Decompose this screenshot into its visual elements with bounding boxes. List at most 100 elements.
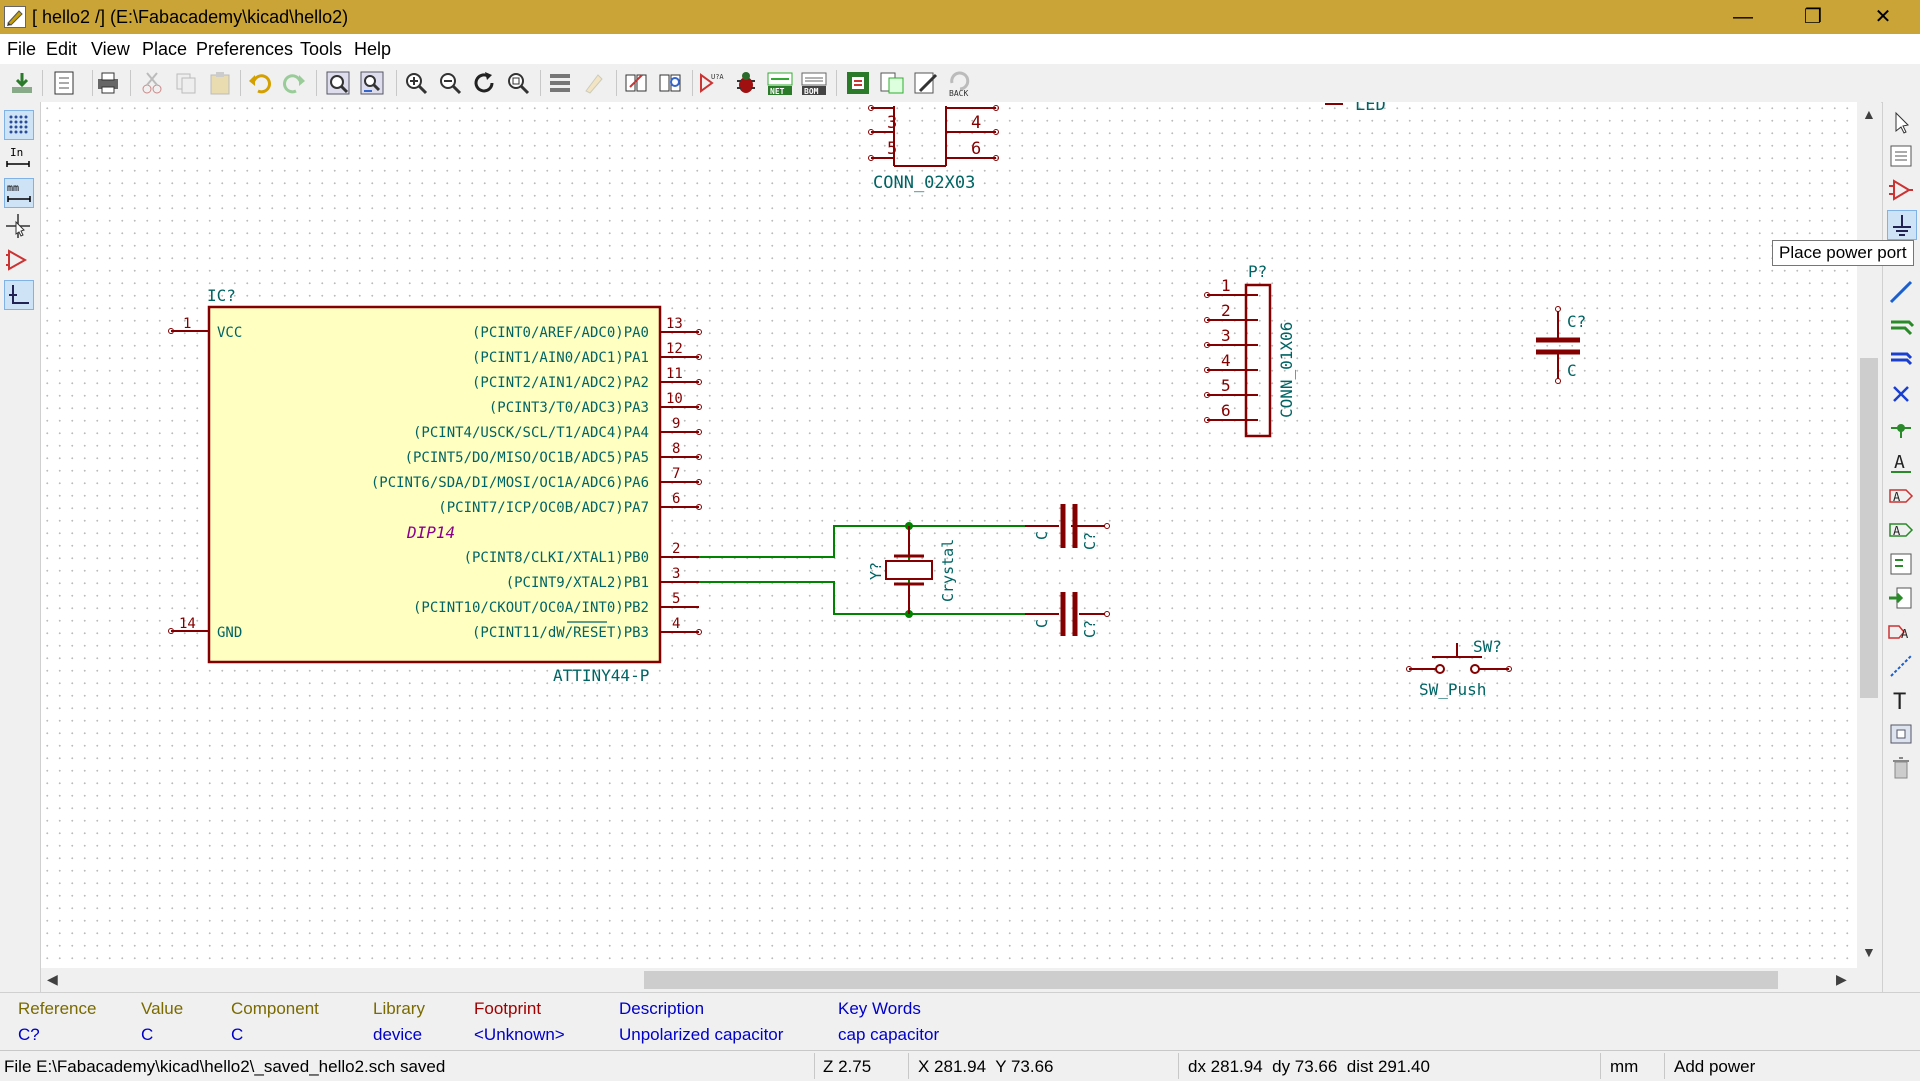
switch-component[interactable]: SW? SW_Push	[1406, 637, 1512, 699]
vertical-scroll-thumb[interactable]	[1860, 358, 1878, 698]
library-editor-icon[interactable]	[622, 69, 650, 97]
leave-sheet-icon[interactable]	[580, 69, 608, 97]
annotate-icon[interactable]: U?A 123	[698, 69, 741, 97]
minimize-button[interactable]: —	[1733, 6, 1753, 28]
crystal-reference: Y?	[867, 562, 885, 580]
menu-tools[interactable]: Tools	[300, 39, 343, 59]
find-replace-icon[interactable]	[358, 69, 386, 97]
bom-icon[interactable]: BOM	[800, 69, 828, 97]
cut-icon[interactable]	[138, 69, 166, 97]
conn-02x03-component[interactable]: 3 4 5 6 CONN_02X03	[868, 105, 999, 194]
hierarchy-navigator-icon[interactable]	[546, 69, 574, 97]
graphic-line-icon[interactable]	[1887, 652, 1917, 682]
menu-preferences[interactable]: Preferences	[196, 39, 294, 59]
library-browser-icon[interactable]	[656, 69, 684, 97]
copy-icon[interactable]	[172, 69, 200, 97]
scroll-up-icon[interactable]: ▲	[1862, 106, 1876, 122]
find-icon[interactable]	[324, 69, 352, 97]
scroll-down-icon[interactable]: ▼	[1862, 944, 1876, 960]
schematic-canvas[interactable]: 3 4 5 6 CONN_02X03 LED IC? ATTINY44-P DI…	[41, 102, 1857, 968]
netlist-icon[interactable]: NET	[766, 69, 794, 97]
text-icon[interactable]: T	[1887, 686, 1917, 716]
units-inch-icon[interactable]: In	[4, 144, 34, 174]
switch-reference: SW?	[1473, 637, 1502, 656]
redraw-icon[interactable]	[470, 69, 498, 97]
zoom-fit-icon[interactable]	[504, 69, 532, 97]
menu-help[interactable]: Help	[354, 39, 392, 59]
conn-02x03-pin-3: 3	[887, 113, 897, 133]
ic-pin-name-gnd: GND	[217, 625, 242, 641]
right-toolbar: A A A A T	[1882, 102, 1920, 992]
delete-icon[interactable]	[1887, 754, 1917, 784]
hierarchical-label-icon[interactable]: A	[1887, 516, 1917, 546]
switch-value: SW_Push	[1419, 680, 1486, 699]
ic-pin-num-4: 4	[672, 616, 680, 632]
place-power-icon[interactable]	[1887, 210, 1917, 240]
cap-bottom-reference: C?	[1081, 620, 1099, 638]
sheet-pin-icon[interactable]: A	[1887, 618, 1917, 648]
footprint-assign-icon[interactable]	[878, 69, 906, 97]
print-icon[interactable]	[94, 69, 122, 97]
zoom-in-icon[interactable]	[402, 69, 430, 97]
bus-entry-icon[interactable]	[1887, 346, 1917, 376]
grid-icon[interactable]	[4, 110, 34, 140]
edit-fields-icon[interactable]	[912, 69, 940, 97]
horizontal-scrollbar[interactable]: ◀ ▶	[41, 968, 1857, 992]
select-icon[interactable]	[1887, 108, 1917, 138]
menu-place[interactable]: Place	[142, 39, 188, 59]
wire-45-icon[interactable]	[4, 280, 34, 310]
cap-bottom-component[interactable]: C C?	[1025, 592, 1110, 638]
hidden-pins-icon[interactable]	[4, 246, 34, 276]
conn-01x06-component[interactable]: 1 2 3 4 5 6 P? CONN_01X06	[1204, 262, 1297, 438]
cap-right-reference: C?	[1567, 312, 1586, 331]
cap-right-value: C	[1567, 361, 1577, 380]
undo-icon[interactable]	[246, 69, 274, 97]
vertical-scrollbar[interactable]: ▲ ▼	[1857, 102, 1881, 968]
page-settings-icon[interactable]	[50, 69, 78, 97]
ic-pin-name-pa3: (PCINT3/T0/ADC3)PA3	[489, 400, 649, 416]
erc-icon[interactable]	[732, 69, 760, 97]
crystal-component[interactable]: Y? Crystal	[867, 526, 957, 614]
units-mm-icon[interactable]: mm	[4, 178, 34, 208]
cvpcb-icon[interactable]	[844, 69, 872, 97]
ic-value: ATTINY44-P	[553, 666, 649, 685]
menu-view[interactable]: View	[91, 39, 130, 59]
cursor-shape-icon[interactable]	[4, 212, 34, 242]
cap-right-component[interactable]: C? C	[1536, 306, 1586, 384]
ic-pin-name-pa2: (PCINT2/AIN1/ADC2)PA2	[472, 375, 649, 391]
close-button[interactable]: ✕	[1874, 6, 1892, 28]
back-annotate-icon[interactable]: BACK	[946, 69, 974, 98]
led-component[interactable]: LED	[1325, 102, 1386, 115]
paste-icon[interactable]	[206, 69, 234, 97]
bus-icon[interactable]	[1887, 312, 1917, 342]
ic-pin-name-pa1: (PCINT1/AIN0/ADC1)PA1	[472, 350, 649, 366]
header-reference: P?	[1248, 262, 1267, 281]
ic-pin-name-pb0: (PCINT8/CLKI/XTAL1)PB0	[464, 550, 649, 566]
status-mode: Add power	[1674, 1057, 1756, 1076]
horizontal-scroll-thumb[interactable]	[644, 971, 1778, 989]
menu-file[interactable]: File	[7, 39, 37, 59]
status-bar: File E:\Fabacademy\kicad\hello2\_saved_h…	[0, 1050, 1920, 1081]
wire-icon[interactable]	[1887, 278, 1917, 308]
hierarchy-icon[interactable]	[1887, 142, 1917, 172]
import-pin-icon[interactable]	[1887, 584, 1917, 614]
restore-button[interactable]: ❐	[1804, 6, 1822, 28]
zoom-out-icon[interactable]	[436, 69, 464, 97]
global-label-icon[interactable]: A	[1887, 482, 1917, 512]
redo-icon[interactable]	[280, 69, 308, 97]
back-label: BACK	[949, 89, 968, 97]
net-label-icon[interactable]: A	[1887, 448, 1917, 478]
no-connect-icon[interactable]	[1887, 380, 1917, 410]
cap-top-reference: C?	[1081, 532, 1099, 550]
menu-edit[interactable]: Edit	[46, 39, 78, 59]
save-icon[interactable]	[8, 69, 36, 97]
place-component-icon[interactable]	[1887, 176, 1917, 206]
junction-icon[interactable]	[1887, 414, 1917, 444]
scroll-right-icon[interactable]: ▶	[1836, 971, 1847, 987]
eeschema-app-icon	[4, 6, 26, 28]
conn-02x03-value: CONN_02X03	[873, 173, 975, 193]
image-icon[interactable]	[1887, 720, 1917, 750]
attiny44-component[interactable]: IC? ATTINY44-P DIP14 1 14 VCC GND 13 12 …	[168, 286, 702, 685]
hierarchical-sheet-icon[interactable]	[1887, 550, 1917, 580]
scroll-left-icon[interactable]: ◀	[47, 971, 58, 987]
